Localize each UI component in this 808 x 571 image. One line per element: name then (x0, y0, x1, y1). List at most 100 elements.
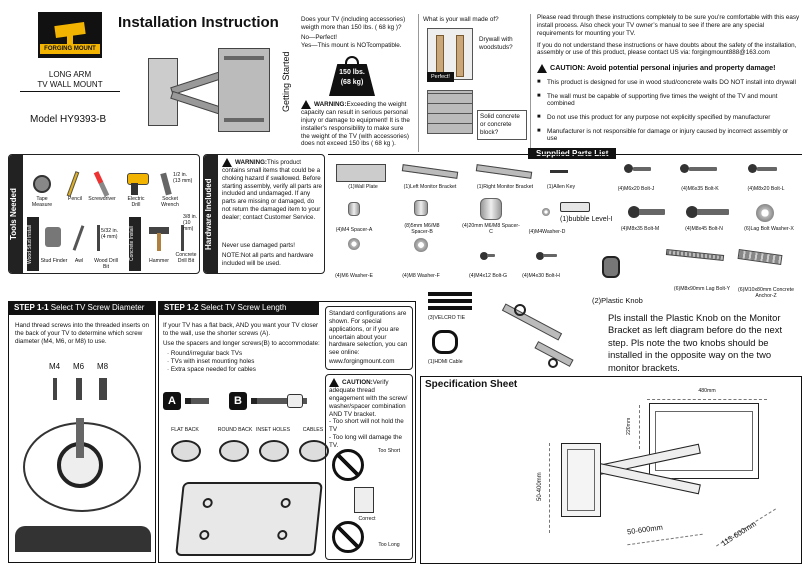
stud-finder-icon (45, 227, 61, 247)
weight-icon: 150 lbs. (68 kg) (329, 56, 375, 96)
part-label: (4)M4Washer-D (528, 229, 566, 235)
lag-bolt-icon (665, 248, 725, 262)
bubble-level-icon (560, 202, 590, 212)
brand-name: FORGING MOUNT (40, 44, 100, 54)
list-item: · Round/irregular back TVs (167, 350, 243, 357)
caution-item: Do not use this product for any purpose … (537, 114, 800, 122)
knob-install-note: Pls install the Plastic Knob on the Moni… (608, 312, 783, 373)
part-label: (1)Left Monitor Bracket (403, 184, 457, 190)
weight-warning: WARNING:Exceeding the weight capacity ca… (301, 100, 410, 148)
socket-size: 1/2 in.(13 mm) (173, 172, 193, 184)
spec-mount-drawing (561, 403, 781, 533)
too-short-illustration (332, 449, 364, 481)
model-number: Model HY9393-B (30, 114, 107, 125)
back-type-label: FLAT BACK (171, 427, 199, 433)
back-type-label: INSET HOLES (255, 427, 291, 433)
wood-tool-label: Awl (74, 258, 84, 264)
part-label: (4)M4x12 Bolt-G (468, 273, 508, 279)
part-label: (1)bubble Level-I (560, 216, 613, 223)
warning-icon (222, 158, 232, 167)
product-name: LONG ARM TV WALL MOUNT (20, 70, 120, 93)
wood-tool-label: Stud Finder (40, 258, 68, 264)
drill-icon (127, 173, 149, 185)
screw-size-m4: M4 (49, 362, 61, 371)
part-label: (1)Allen Key (546, 184, 576, 190)
screw-m4-icon (53, 378, 57, 400)
support-url[interactable]: www.forgingmount.com (329, 358, 395, 366)
flat-back-icon (171, 440, 201, 462)
spacer-b-icon (414, 200, 428, 216)
back-type-label: CABLES (302, 427, 324, 433)
drywall-icon (427, 28, 473, 80)
part-label: (1)HDMI Cable (428, 359, 463, 365)
part-label: (4)M8x35 Bolt-M (620, 226, 660, 232)
part-label: (4)M8 Washer-F (402, 273, 440, 279)
spacer-c-icon (480, 198, 502, 220)
knob-install-illustration (494, 300, 586, 372)
standard-config-box: Standard configurations are shown. For s… (325, 306, 413, 370)
getting-started-section: Getting Started Does your TV (including … (281, 14, 415, 152)
caution-item: The wall must be capable of supporting f… (537, 93, 800, 108)
drywall-label: Drywall with woodstuds? (479, 36, 513, 51)
round-back-icon (219, 440, 249, 462)
screw-m8-icon (99, 378, 107, 400)
tool-label: Pencil (67, 196, 83, 202)
caution-list: This product is designed for use in wood… (537, 79, 800, 143)
spacer-a-icon (348, 202, 360, 216)
hardware-note: NOTE:Not all parts and hardware included… (222, 252, 314, 267)
inset-holes-icon (259, 440, 289, 462)
too-long-illustration (332, 521, 364, 553)
caution-icon (537, 63, 547, 73)
part-label: (2)Plastic Knob (592, 296, 643, 305)
step-1-2-section: STEP 1-2 Select TV Screw Length If your … (158, 301, 416, 563)
tool-label: Electric Drill (127, 196, 145, 208)
concrete-install-tab: Concrete Install (129, 217, 141, 271)
correct-illustration (354, 487, 374, 513)
part-label: (3)VELCRO TIE (428, 315, 466, 321)
washer-e-icon (348, 238, 360, 250)
bolt-g-icon (480, 252, 488, 260)
part-label: (1)Wall Plate (348, 184, 378, 190)
plastic-knob-icon (602, 256, 620, 278)
part-label: (4)M6x20 Bolt-J (617, 186, 655, 192)
hardware-side-bar: Hardware Included (204, 155, 218, 273)
bolt-j-icon (624, 164, 633, 173)
step-1-2-text: If your TV has a flat back, AND you want… (163, 322, 319, 337)
washer-f-icon (414, 238, 428, 252)
brand-logo: FORGING MOUNT (38, 12, 102, 58)
lag-washer-icon (756, 204, 774, 222)
caution-line: - Too short will not hold the TV (329, 418, 404, 434)
part-label: (4)M6x35 Bolt-K (681, 186, 719, 192)
tools-section: Tools Needed Tape Measure Pencil Screwdr… (8, 154, 200, 274)
wood-drill-bit-icon (97, 225, 100, 251)
screw-caution-box: CAUTION:Verify adequate thread engagemen… (325, 374, 413, 560)
screw-m6-icon (76, 378, 82, 400)
step-1-1-text: Hand thread screws into the threaded ins… (15, 322, 150, 345)
screw-b-icon (251, 398, 307, 404)
spec-title: Specification Sheet (425, 379, 518, 390)
caution-title: CAUTION: Avoid potential personal injuri… (537, 63, 800, 73)
intro-paragraph-2: If you do not understand these instructi… (537, 41, 797, 57)
tools-side-bar: Tools Needed (9, 155, 23, 273)
screw-a-icon (185, 398, 209, 404)
dim-top: 480mm (698, 388, 716, 394)
concrete-tool-label: Hammer (149, 258, 169, 264)
part-label: (6)M8x90mm Lag Bolt-Y (673, 286, 731, 292)
allen-key-part (550, 170, 568, 173)
step-1-2-text-2: Use the spacers and longer screws(B) to … (163, 340, 320, 347)
bolt-k-icon (680, 164, 689, 173)
bolt-h-icon (536, 252, 544, 260)
hardware-warning-line2: Never use damaged parts! (222, 242, 295, 249)
caution-item: Manufacturer is not responsible for dama… (537, 128, 800, 143)
threaded-insert-illustration (15, 412, 151, 552)
concrete-tool-label: Concrete Drill Bit (175, 252, 197, 264)
correct-label: Correct (358, 516, 376, 522)
hammer-logo-icon (52, 18, 90, 46)
concrete-label: Solid concrete or concrete block? (477, 110, 527, 140)
caution-item: This product is designed for use in wood… (537, 79, 800, 87)
hero-mount-illustration (140, 38, 278, 144)
wall-plate-part (336, 164, 386, 182)
cables-icon (299, 440, 329, 462)
screw-size-m6: M6 (73, 362, 85, 371)
weight-question: Does your TV (including accessories) wei… (301, 16, 406, 31)
